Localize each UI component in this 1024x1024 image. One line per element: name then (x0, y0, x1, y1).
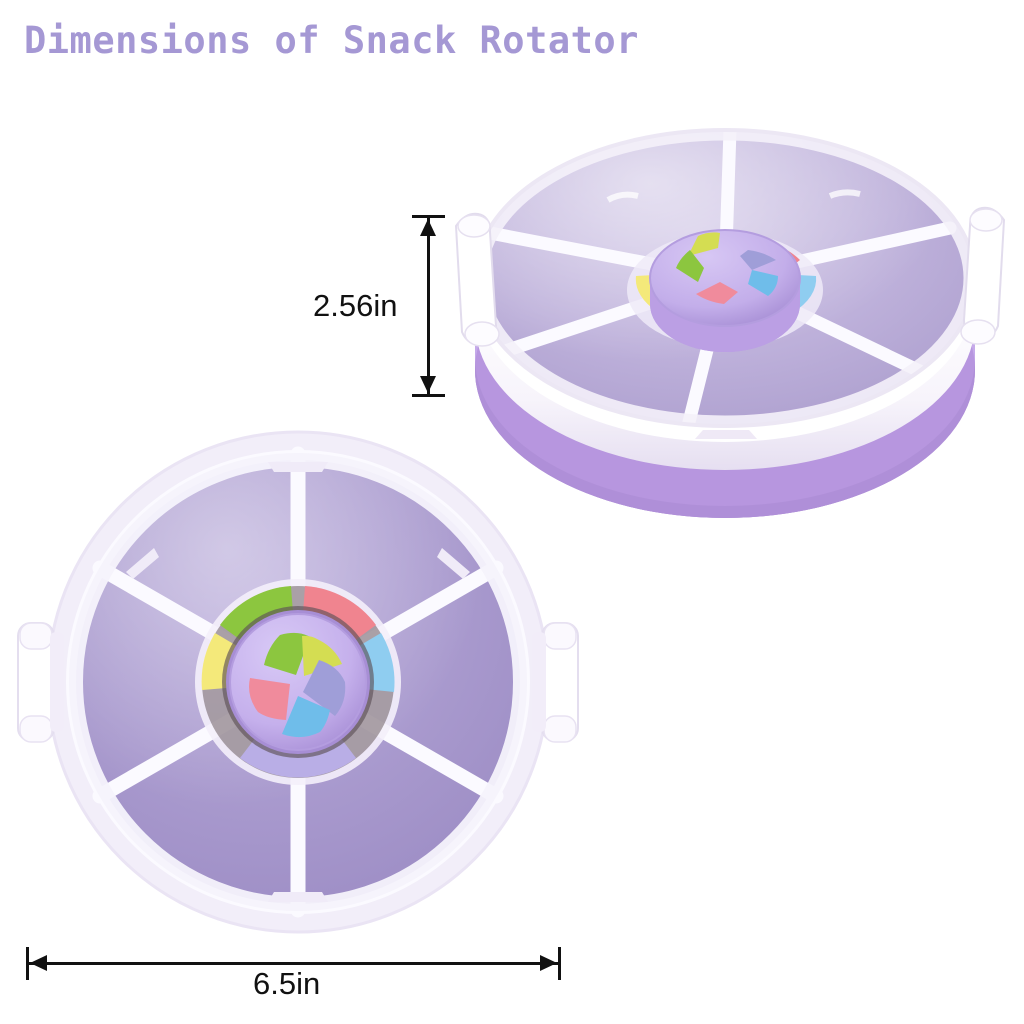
knob-cutout-yellowgreen (302, 635, 342, 676)
width-arrow-left-icon (30, 955, 47, 971)
knob-cutouts-topdown (249, 632, 346, 738)
knob-cutout-pink (249, 678, 290, 720)
width-dimension-label: 6.5in (253, 966, 321, 1001)
latch-left-topdown (17, 622, 64, 743)
page-title: Dimensions of Snack Rotator (24, 19, 639, 62)
knob-cutout-lavender (303, 660, 346, 716)
width-arrow-right-icon (540, 955, 557, 971)
knob-face-edge (229, 613, 367, 751)
width-tick-right (558, 947, 561, 980)
knob-cutout-blue (282, 696, 330, 738)
lid-inner-ring (69, 453, 527, 911)
knob-cutout-green (264, 632, 310, 675)
latch-right-topdown (532, 622, 579, 743)
knob-edge (649, 229, 801, 327)
lid-tab-left (606, 191, 639, 203)
latch-left-perspective (454, 212, 500, 347)
height-arrow-up-icon (420, 219, 436, 236)
knob-face (230, 614, 366, 750)
knob-cutout-blue (748, 270, 778, 296)
height-tick-top (412, 215, 445, 218)
width-dimension-line (26, 947, 561, 980)
width-tick-left (26, 947, 29, 980)
knob-cutouts (676, 232, 778, 304)
product-image-perspective-view (430, 108, 1024, 548)
height-dimension-label: 2.56in (313, 288, 398, 323)
latch-right-perspective (960, 206, 1006, 345)
rotator-knob-topdown (226, 610, 370, 754)
knob-cutout-pink (696, 282, 738, 304)
rotator-knob (649, 229, 801, 352)
height-tick-bottom (412, 394, 445, 397)
rim-notch (695, 430, 757, 439)
knob-cutout-yellowgreen (688, 232, 720, 256)
knob-cutout-green (676, 250, 704, 282)
height-dimension-line (412, 215, 445, 397)
height-arrow-down-icon (420, 376, 436, 393)
knob-cutout-lavender (740, 250, 776, 270)
lid-tab-right (828, 189, 861, 199)
product-image-topdown-view (8, 420, 598, 950)
lid-edge-tabs (126, 462, 470, 902)
